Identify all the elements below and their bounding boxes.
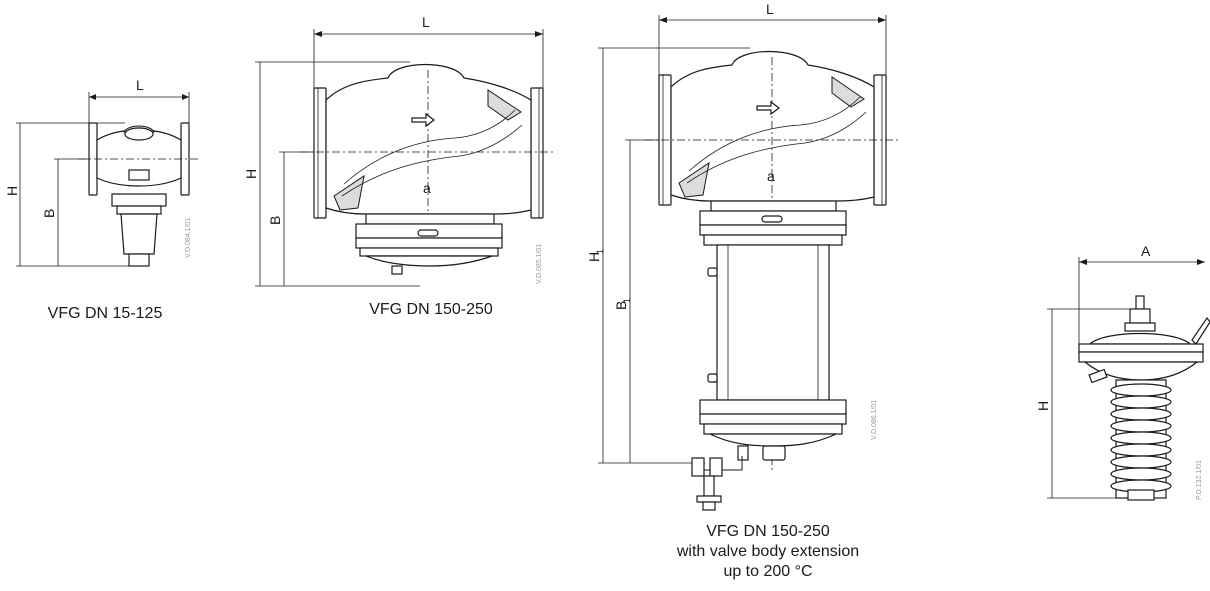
- small-dim-base: B: [41, 209, 57, 218]
- extended-dim-base: B: [613, 301, 629, 310]
- extended-dim-base-sub: 1: [622, 298, 632, 303]
- extended-dim-height-sub: 1: [595, 249, 605, 254]
- actuator-dim-width: A: [1141, 243, 1151, 259]
- large-body-mark: a: [423, 180, 431, 196]
- large-drawing-code: V.D.085.1/01: [536, 244, 543, 284]
- actuator-drawing-code: P.D.132.1/01: [1196, 460, 1203, 500]
- large-valve-drawing: L H B a V.D.085.1/01: [243, 14, 555, 287]
- small-dim-length: L: [136, 77, 144, 93]
- small-drawing-code: V.D.084.1/01: [185, 218, 192, 258]
- small-valve-drawing: L H B V.D.084.1/01: [4, 77, 200, 267]
- extended-valve-caption: VFG DN 150-250 with valve body extension…: [648, 522, 888, 582]
- extended-caption-line-1: VFG DN 150-250: [706, 523, 830, 540]
- extended-valve-drawing: L H 1 B 1 a: [586, 1, 898, 511]
- actuator-dim-height: H: [1035, 401, 1051, 411]
- extended-body-mark: a: [767, 168, 775, 184]
- large-valve-caption: VFG DN 150-250: [369, 301, 493, 318]
- actuator-drawing: A H P.D.132.1/01: [1035, 243, 1210, 501]
- extended-dim-height: H: [586, 252, 602, 262]
- small-dim-height: H: [4, 186, 20, 196]
- extended-drawing-code: V.D.086.1/01: [871, 400, 878, 440]
- large-dim-height: H: [243, 169, 259, 179]
- extended-caption-line-2: with valve body extension: [676, 543, 860, 560]
- extended-caption-line-3: up to 200 °C: [723, 563, 813, 580]
- large-dim-length: L: [422, 14, 430, 30]
- extended-dim-length: L: [766, 1, 774, 17]
- large-dim-base: B: [267, 216, 283, 225]
- small-valve-caption: VFG DN 15-125: [47, 305, 163, 322]
